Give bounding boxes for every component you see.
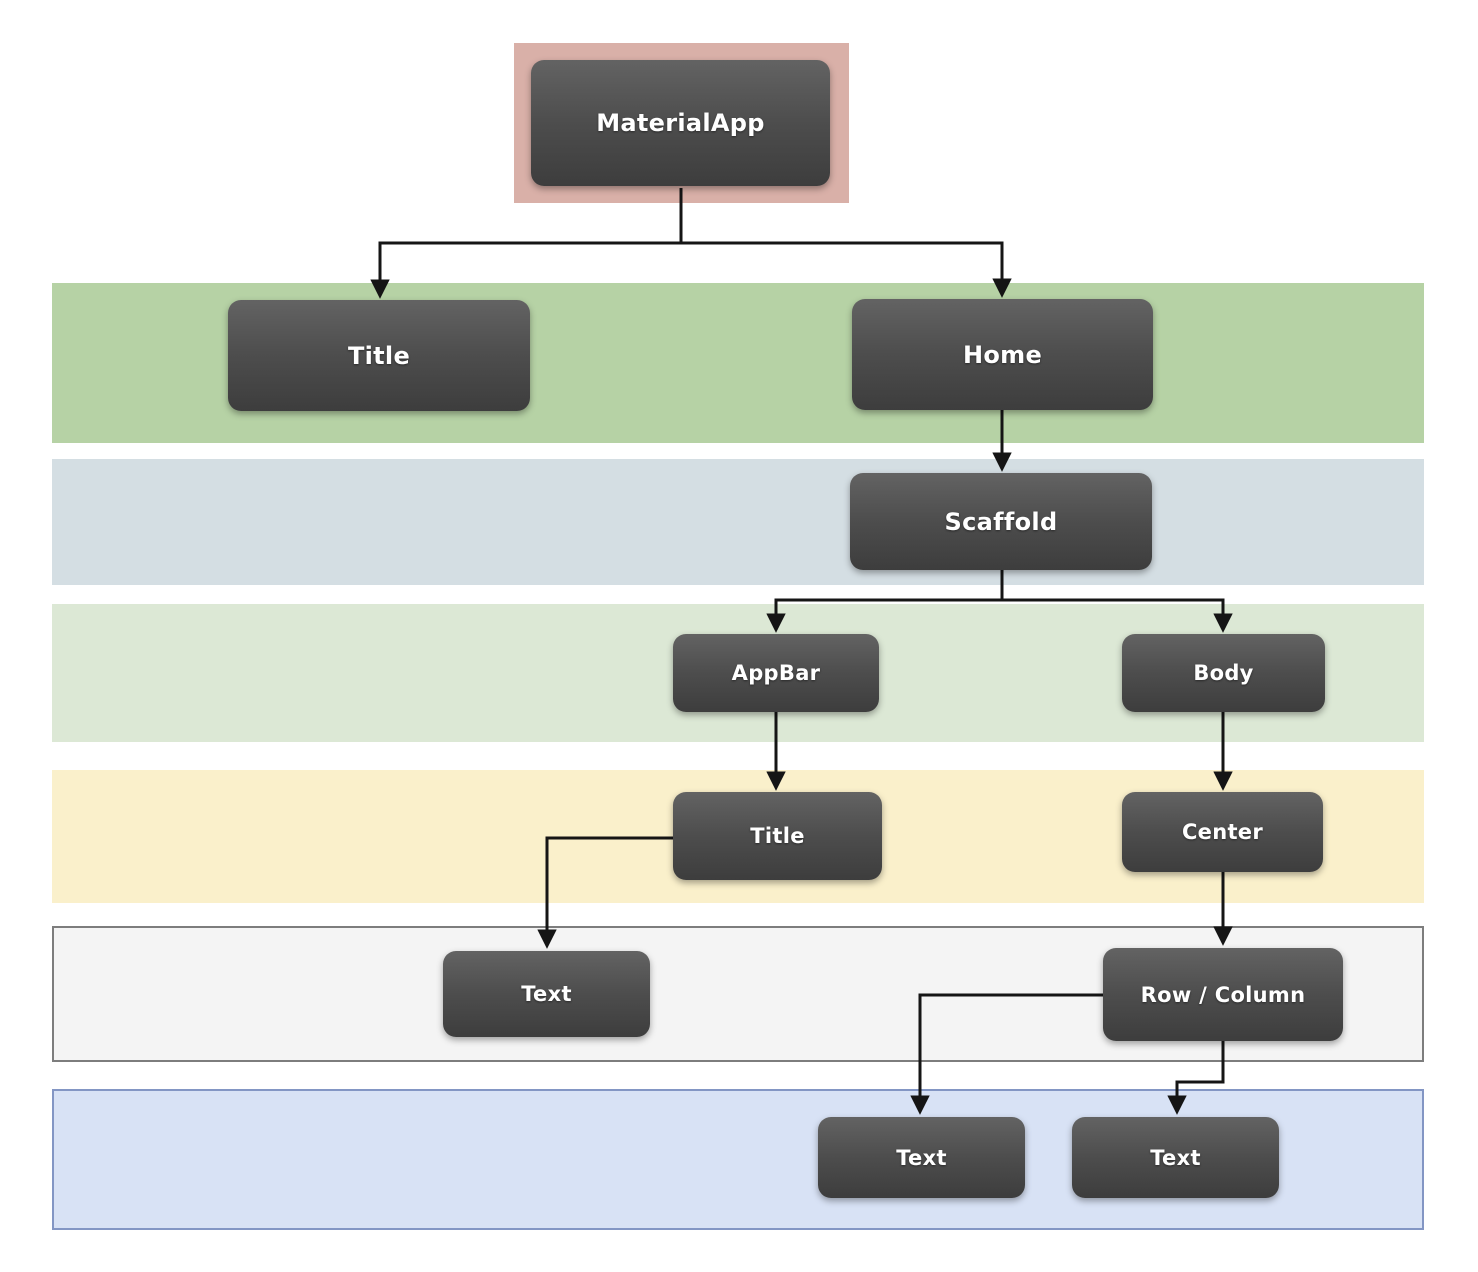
level-band-2: [52, 459, 1424, 585]
node-materialapp-label: MaterialApp: [596, 109, 765, 137]
node-appbar-title: Title: [673, 792, 882, 880]
node-body-label: Body: [1193, 661, 1254, 685]
node-scaffold: Scaffold: [850, 473, 1152, 570]
node-row-text-1-label: Text: [896, 1145, 947, 1170]
node-row-text-2-label: Text: [1150, 1145, 1201, 1170]
node-row-text-1: Text: [818, 1117, 1025, 1198]
node-appbar-label: AppBar: [731, 661, 821, 685]
node-home: Home: [852, 299, 1153, 410]
node-app-title-label: Title: [347, 341, 411, 370]
node-row-column: Row / Column: [1103, 948, 1343, 1041]
node-center-label: Center: [1181, 820, 1264, 844]
node-appbar-title-label: Title: [750, 824, 805, 848]
node-title-text-label: Text: [521, 982, 572, 1006]
node-title-text: Text: [443, 951, 650, 1037]
node-center: Center: [1122, 792, 1323, 872]
node-materialapp: MaterialApp: [531, 60, 830, 186]
node-row-text-2: Text: [1072, 1117, 1279, 1198]
node-row-column-label: Row / Column: [1140, 982, 1306, 1007]
node-scaffold-label: Scaffold: [944, 507, 1058, 536]
node-appbar: AppBar: [673, 634, 879, 712]
node-app-title: Title: [228, 300, 530, 411]
node-home-label: Home: [962, 340, 1043, 369]
node-body: Body: [1122, 634, 1325, 712]
